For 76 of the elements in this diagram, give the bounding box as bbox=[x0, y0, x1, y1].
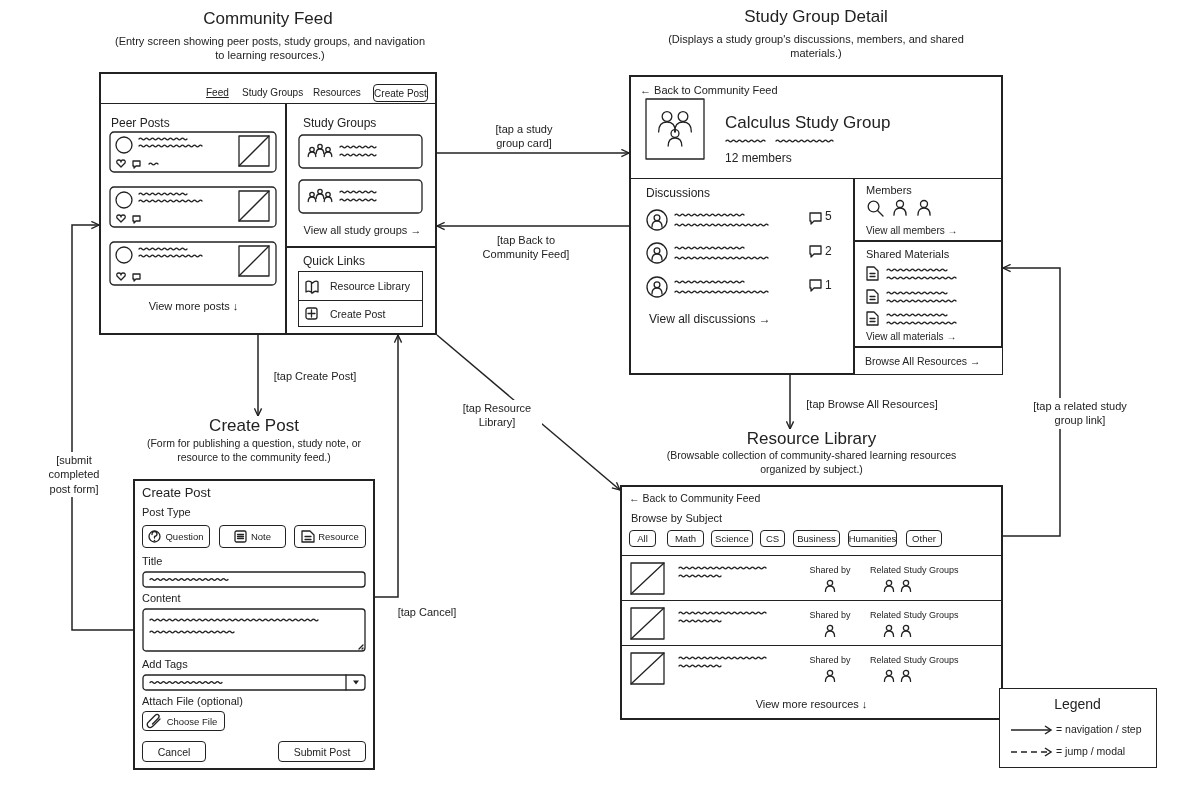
browse-resources-button: Browse All Resources → bbox=[854, 347, 1003, 375]
screen-title: Create Post bbox=[208, 415, 300, 437]
screen-description: (Form for publishing a question, study note, or resource to the community feed.) bbox=[145, 437, 363, 465]
form-heading: Create Post bbox=[142, 485, 212, 502]
column-label: Shared by bbox=[808, 610, 852, 622]
more-link: View all discussions → bbox=[649, 312, 772, 328]
study-groups-panel bbox=[286, 103, 437, 247]
screen-title: Community Feed bbox=[202, 8, 334, 30]
quick-link: Create Post bbox=[298, 300, 423, 327]
nav-link: Resources bbox=[313, 86, 362, 99]
quick-link: Resource Library bbox=[298, 271, 423, 300]
panel-heading: Shared Materials bbox=[866, 247, 951, 262]
post-type-button: Note bbox=[219, 525, 286, 548]
comment-count: 1 bbox=[825, 278, 833, 294]
discussions-panel bbox=[629, 178, 854, 375]
more-link: View all materials → bbox=[866, 330, 958, 343]
panel-heading: Quick Links bbox=[303, 254, 367, 270]
subject-filter: Humanities bbox=[848, 530, 897, 547]
subject-filter: Math bbox=[667, 530, 704, 547]
subject-filter: CS bbox=[760, 530, 785, 547]
members-panel bbox=[854, 178, 1003, 241]
legend-label: = navigation / step bbox=[1056, 723, 1142, 737]
member-count: 12 members bbox=[725, 151, 793, 167]
column-label: Shared by bbox=[808, 655, 852, 667]
arrow bbox=[1002, 263, 1061, 537]
panel-heading: Study Groups bbox=[303, 116, 378, 132]
group-name: Calculus Study Group bbox=[725, 112, 892, 134]
subject-filter: Other bbox=[906, 530, 942, 547]
quick-links-panel bbox=[286, 247, 437, 335]
subject-filter: Science bbox=[711, 530, 753, 547]
arrow bbox=[253, 334, 263, 417]
screen-description: (Entry screen showing peer posts, study groups, and navigation to learning resources.) bbox=[115, 34, 425, 63]
screen-title: Resource Library bbox=[745, 428, 878, 450]
arrow bbox=[785, 374, 795, 430]
legend-title: Legend bbox=[1053, 695, 1102, 714]
create-post-button: Create Post bbox=[373, 84, 428, 102]
cancel-button: Cancel bbox=[142, 741, 206, 762]
screen-title: Study Group Detail bbox=[743, 6, 889, 28]
back-link: ← Back to Community Feed bbox=[640, 83, 779, 98]
arrow bbox=[436, 221, 630, 231]
more-link: View more resources ↓ bbox=[754, 697, 869, 712]
section-label: Browse by Subject bbox=[631, 511, 724, 526]
screen-description: (Browsable collection of community-shared learning resources organized by subject.) bbox=[665, 449, 958, 477]
arrow bbox=[71, 220, 134, 631]
column-label: Related Study Groups bbox=[870, 610, 960, 622]
arrow bbox=[374, 334, 403, 598]
subject-filter: Business bbox=[793, 530, 840, 547]
field-label: Content bbox=[142, 591, 182, 606]
shared-materials-panel bbox=[854, 241, 1003, 347]
peer-posts-panel bbox=[99, 103, 286, 335]
post-type-button: Question bbox=[142, 525, 210, 548]
comment-count: 2 bbox=[825, 244, 833, 260]
back-link: ← Back to Community Feed bbox=[629, 492, 762, 506]
field-label: Post Type bbox=[142, 505, 192, 520]
subject-filter: All bbox=[629, 530, 656, 547]
field-label: Title bbox=[142, 554, 164, 569]
post-type-button: Resource bbox=[294, 525, 366, 548]
screen-description: (Displays a study group's discussions, members, and shared materials.) bbox=[667, 32, 965, 61]
legend-label: = jump / modal bbox=[1056, 745, 1126, 759]
arrow bbox=[436, 148, 630, 158]
panel-heading: Discussions bbox=[646, 186, 712, 202]
column-label: Related Study Groups bbox=[870, 565, 960, 577]
panel-heading: Peer Posts bbox=[111, 116, 171, 132]
submit-button: Submit Post bbox=[278, 741, 366, 762]
column-label: Shared by bbox=[808, 565, 852, 577]
choose-file-button: Choose File bbox=[142, 711, 225, 731]
panel-heading: Members bbox=[866, 183, 913, 198]
more-link: View more posts ↓ bbox=[147, 299, 240, 314]
more-link: View all study groups → bbox=[302, 223, 423, 238]
field-label: Add Tags bbox=[142, 657, 189, 672]
nav-link: Feed bbox=[206, 86, 230, 99]
nav-link: Study Groups bbox=[242, 86, 305, 99]
more-link: View all members → bbox=[866, 224, 959, 237]
field-label: Attach File (optional) bbox=[142, 694, 244, 709]
comment-count: 5 bbox=[825, 209, 833, 225]
column-label: Related Study Groups bbox=[870, 655, 960, 667]
